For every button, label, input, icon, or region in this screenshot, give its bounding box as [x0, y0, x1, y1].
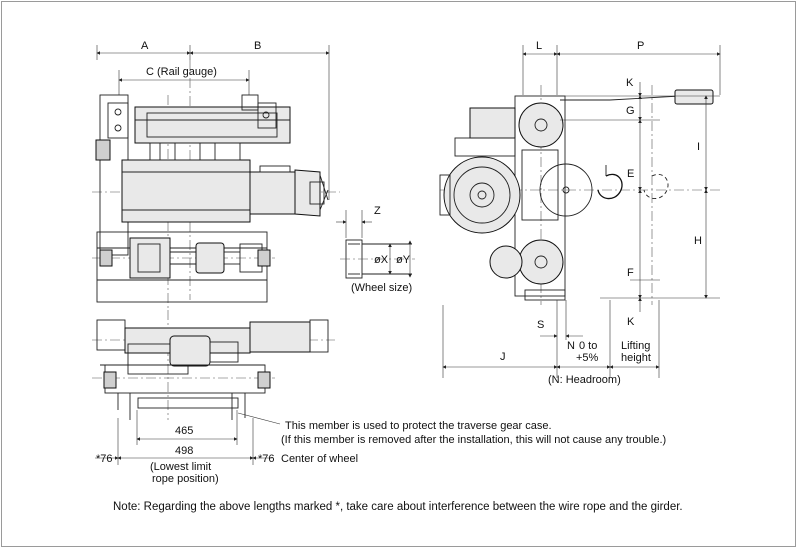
footer-note: Note: Regarding the above lengths marked…	[113, 501, 683, 513]
star76-right: *76	[258, 453, 275, 465]
wheel-size-label: (Wheel size)	[351, 282, 412, 294]
dim-K-top: K	[626, 77, 634, 89]
dim-K-bottom: K	[627, 316, 635, 328]
lowest-limit-label-2: rope position)	[152, 473, 219, 485]
lifting-label: Lifting	[621, 340, 650, 352]
front-view	[92, 310, 335, 465]
notes: This member is used to protect the trave…	[113, 420, 683, 513]
center-of-wheel-label: Center of wheel	[281, 453, 358, 465]
plan-view	[92, 45, 340, 310]
dimension-labels: A B C (Rail gauge) L P K G I E H F K Z ø…	[96, 40, 702, 485]
dim-F: F	[627, 267, 634, 279]
dim-N: N	[567, 340, 575, 352]
headroom-label: (N: Headroom)	[548, 374, 621, 386]
dim-E: E	[627, 168, 634, 180]
dim-I: I	[697, 141, 700, 153]
dim-465: 465	[175, 425, 193, 437]
dim-X: øX	[374, 254, 389, 266]
dim-B: B	[254, 40, 261, 52]
dim-P: P	[637, 40, 644, 52]
star76-left: *76	[96, 453, 113, 465]
dim-J: J	[500, 351, 506, 363]
wheel-detail	[336, 210, 415, 279]
dim-H: H	[694, 235, 702, 247]
height-label: height	[621, 352, 651, 364]
member-note-2: (If this member is removed after the ins…	[281, 434, 666, 446]
dim-Z: Z	[374, 205, 381, 217]
dim-498: 498	[175, 445, 193, 457]
dim-C: C (Rail gauge)	[146, 66, 217, 78]
dim-S: S	[537, 319, 544, 331]
dim-G: G	[626, 105, 635, 117]
dim-plus5: +5%	[576, 352, 599, 364]
dim-zero-to: 0 to	[579, 340, 597, 352]
dim-A: A	[141, 40, 149, 52]
side-view	[439, 45, 721, 378]
member-note-1: This member is used to protect the trave…	[285, 420, 552, 432]
dim-L: L	[536, 40, 542, 52]
lowest-limit-label-1: (Lowest limit	[150, 461, 211, 473]
dim-Y: øY	[396, 254, 411, 266]
